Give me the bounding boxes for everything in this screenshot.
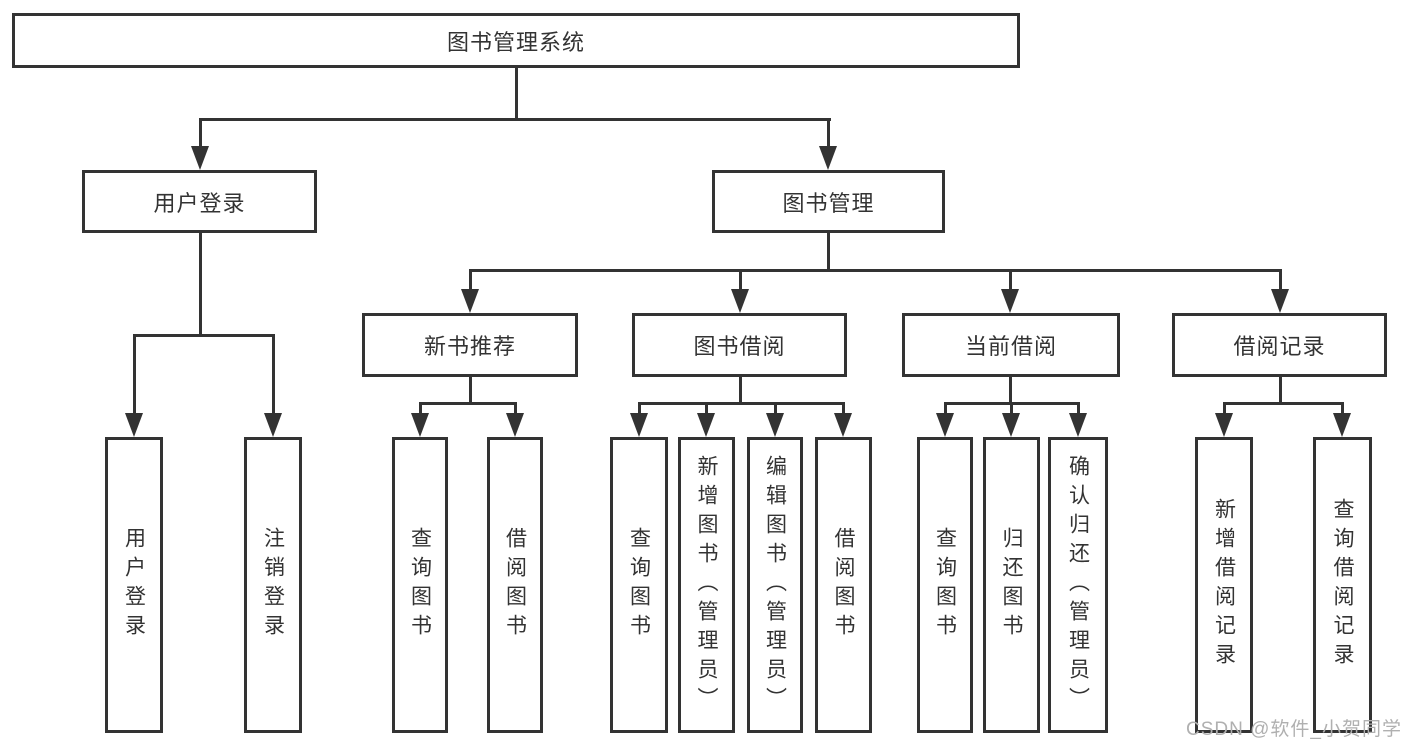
node-label: 图书管理 (782, 190, 875, 216)
node-label: 查询图书 (408, 527, 432, 643)
connector-line (842, 402, 845, 416)
node-label: 新增图书（管理员） (695, 454, 718, 716)
node-label: 确认归还（管理员） (1066, 454, 1090, 716)
arrowhead-down-icon (731, 289, 749, 313)
arrowhead-down-icon (411, 413, 429, 437)
arrowhead-down-icon (1069, 413, 1087, 437)
node-label: 查询图书 (933, 527, 957, 643)
connector-line (1077, 402, 1080, 416)
connector-line (199, 233, 202, 337)
connector-line (1009, 377, 1012, 405)
connector-line (469, 269, 1281, 272)
connector-line (739, 377, 742, 405)
connector-line (133, 334, 136, 416)
connector-line (774, 402, 777, 416)
node-root-system: 图书管理系统 (12, 13, 1020, 68)
node-label: 借阅图书 (832, 527, 855, 643)
arrowhead-down-icon (191, 146, 209, 170)
node-book-borrow: 图书借阅 (632, 313, 847, 377)
node-leaf-add-book-admin: 新增图书（管理员） (678, 437, 735, 733)
connector-line (739, 269, 742, 293)
connector-line (827, 233, 830, 272)
connector-line (515, 68, 518, 120)
connector-line (638, 402, 844, 405)
node-label: 注销登录 (261, 527, 285, 643)
connector-line (469, 269, 472, 293)
node-borrow-records: 借阅记录 (1172, 313, 1387, 377)
node-label: 图书借阅 (693, 334, 786, 359)
node-label: 新增借阅记录 (1212, 498, 1236, 672)
node-leaf-borrow-book-1: 借阅图书 (487, 437, 543, 733)
connector-line (199, 118, 831, 121)
arrowhead-down-icon (936, 413, 954, 437)
arrowhead-down-icon (697, 413, 715, 437)
node-leaf-borrow-book-2: 借阅图书 (815, 437, 872, 733)
node-leaf-add-borrow-record: 新增借阅记录 (1195, 437, 1253, 733)
node-label: 用户登录 (122, 527, 146, 643)
arrowhead-down-icon (506, 413, 524, 437)
node-leaf-logout: 注销登录 (244, 437, 302, 733)
node-label: 当前借阅 (964, 334, 1057, 359)
node-label: 查询图书 (627, 527, 651, 643)
connector-line (705, 402, 708, 416)
connector-line (419, 402, 516, 405)
connector-line (1223, 402, 1226, 416)
node-label: 查询借阅记录 (1331, 498, 1354, 672)
connector-line (419, 402, 422, 416)
node-current-borrow: 当前借阅 (902, 313, 1120, 377)
node-leaf-confirm-return-admin: 确认归还（管理员） (1048, 437, 1108, 733)
arrowhead-down-icon (1271, 289, 1289, 313)
connector-line (514, 402, 517, 416)
arrowhead-down-icon (819, 146, 837, 170)
node-leaf-query-book-3: 查询图书 (917, 437, 973, 733)
arrowhead-down-icon (1001, 289, 1019, 313)
connector-line (827, 118, 830, 150)
node-leaf-user-login: 用户登录 (105, 437, 163, 733)
node-label: 新书推荐 (423, 334, 516, 359)
connector-line (272, 334, 275, 416)
connector-line (1009, 269, 1012, 293)
node-label: 用户登录 (153, 190, 246, 216)
node-leaf-query-book-1: 查询图书 (392, 437, 448, 733)
arrowhead-down-icon (1333, 413, 1351, 437)
arrowhead-down-icon (264, 413, 282, 437)
node-label: 归还图书 (1000, 527, 1023, 643)
connector-line (1223, 402, 1343, 405)
node-book-management: 图书管理 (712, 170, 945, 233)
node-leaf-query-borrow-record: 查询借阅记录 (1313, 437, 1372, 733)
node-label: 编辑图书（管理员） (763, 454, 787, 716)
node-label: 图书管理系统 (446, 29, 585, 55)
csdn-watermark: CSDN @软件_小贺同学 (1186, 719, 1402, 740)
node-leaf-query-book-2: 查询图书 (610, 437, 668, 733)
connector-line (469, 377, 472, 405)
connector-line (638, 402, 641, 416)
arrowhead-down-icon (461, 289, 479, 313)
arrowhead-down-icon (1002, 413, 1020, 437)
connector-line (1341, 402, 1344, 416)
node-label: 借阅记录 (1233, 334, 1326, 359)
connector-line (1279, 377, 1282, 405)
node-leaf-edit-book-admin: 编辑图书（管理员） (747, 437, 803, 733)
node-user-login: 用户登录 (82, 170, 317, 233)
arrowhead-down-icon (1215, 413, 1233, 437)
connector-line (1279, 269, 1282, 293)
arrowhead-down-icon (834, 413, 852, 437)
arrowhead-down-icon (125, 413, 143, 437)
connector-line (1010, 402, 1013, 416)
node-leaf-return-book: 归还图书 (983, 437, 1040, 733)
connector-line (133, 334, 275, 337)
arrowhead-down-icon (630, 413, 648, 437)
node-new-book-recommend: 新书推荐 (362, 313, 578, 377)
node-label: 借阅图书 (503, 527, 527, 643)
connector-line (199, 118, 202, 150)
arrowhead-down-icon (766, 413, 784, 437)
connector-line (944, 402, 947, 416)
